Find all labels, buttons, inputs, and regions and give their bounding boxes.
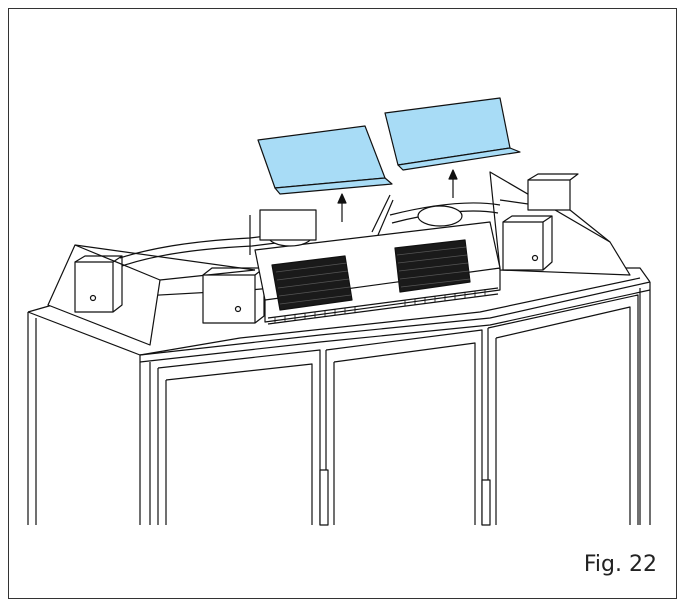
right-door xyxy=(481,294,639,526)
left-shroud xyxy=(47,244,265,346)
figure-frame xyxy=(8,8,677,599)
rail-notches xyxy=(274,289,486,323)
pipework xyxy=(119,194,501,267)
cabinet-body xyxy=(27,281,651,525)
figure-label: Fig. 22 xyxy=(583,552,657,577)
right-grille xyxy=(394,239,471,293)
lift-arrow-left xyxy=(337,193,347,222)
left-grille xyxy=(271,255,353,311)
right-removable-panel xyxy=(384,97,521,171)
left-removable-panel xyxy=(257,125,393,195)
left-door xyxy=(157,349,321,525)
middle-door xyxy=(319,329,483,526)
right-shroud xyxy=(489,171,631,276)
lift-arrow-right xyxy=(448,169,458,198)
